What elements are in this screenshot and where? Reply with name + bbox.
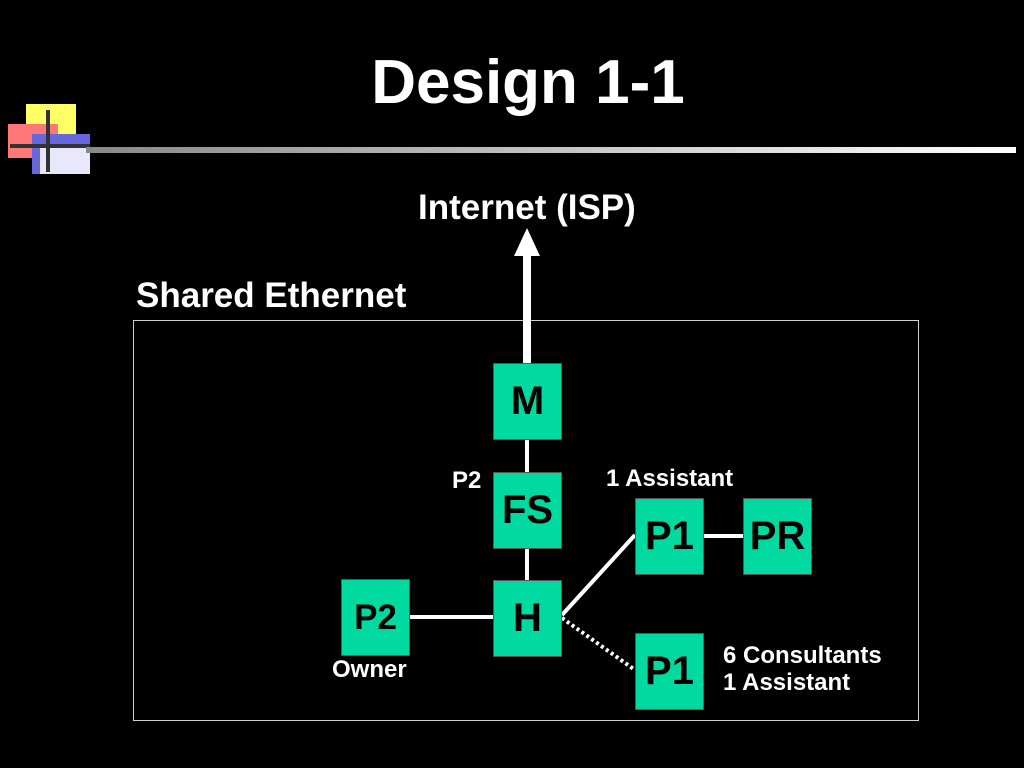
internet-isp-label: Internet (ISP)	[418, 188, 636, 227]
owner-label: Owner	[332, 656, 407, 683]
node-m: M	[493, 363, 562, 440]
link-h-p1-top	[560, 533, 637, 617]
node-p1-bottom: P1	[635, 633, 704, 710]
node-h: H	[493, 580, 562, 657]
consultants-label-line2: 1 Assistant	[723, 669, 851, 696]
shared-ethernet-label: Shared Ethernet	[136, 276, 407, 315]
node-fs: FS	[493, 472, 562, 549]
node-p2-owner: P2	[341, 579, 410, 656]
fs-p2-label: P2	[452, 467, 482, 494]
slide-logo-decoration	[8, 104, 90, 174]
node-pr: PR	[743, 498, 812, 575]
consultants-label-line1: 6 Consultants	[723, 642, 882, 669]
assistant-label: 1 Assistant	[606, 465, 734, 492]
link-h-p1-bottom-dotted	[560, 616, 637, 672]
consultants-label: 6 Consultants 1 Assistant	[723, 642, 882, 696]
title-rule	[86, 147, 1016, 153]
uplink-arrow-head	[514, 228, 540, 256]
node-p1-top: P1	[635, 498, 704, 575]
slide-title: Design 1-1	[371, 48, 685, 117]
